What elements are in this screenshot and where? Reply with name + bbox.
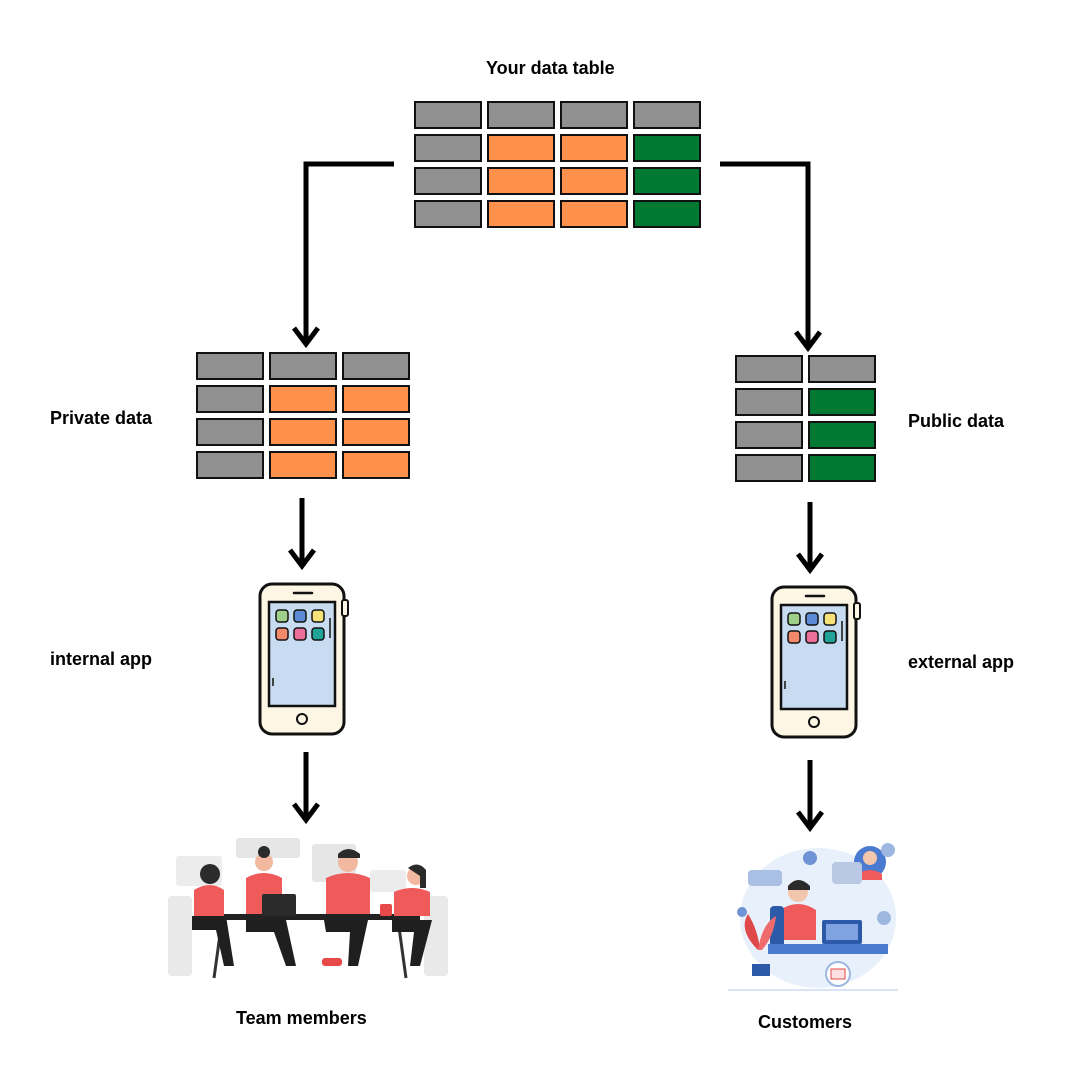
private-table-cell xyxy=(196,352,264,380)
public-table-cell xyxy=(808,355,876,383)
source-table-cell xyxy=(560,200,628,228)
source-data-table xyxy=(414,101,701,228)
private-table-cell xyxy=(342,451,410,479)
diagram-title: Your data table xyxy=(486,58,615,78)
private-table-cell xyxy=(196,418,264,446)
private-table-cell xyxy=(269,418,337,446)
private-table-cell xyxy=(269,385,337,413)
private-table-cell xyxy=(269,352,337,380)
source-table-cell xyxy=(560,101,628,129)
private-table-cell xyxy=(342,385,410,413)
source-table-cell xyxy=(414,167,482,195)
public-table-cell xyxy=(735,454,803,482)
public-table-cell xyxy=(808,421,876,449)
arrow-private-to-app xyxy=(288,498,316,571)
source-table-cell xyxy=(487,101,555,129)
public-table-cell xyxy=(735,388,803,416)
source-table-cell xyxy=(560,134,628,162)
private-table-cell xyxy=(269,451,337,479)
source-table-cell xyxy=(633,167,701,195)
public-table-cell xyxy=(808,454,876,482)
arrow-to-public xyxy=(720,161,822,353)
source-table-cell xyxy=(487,134,555,162)
public-data-table xyxy=(735,355,876,482)
public-table-cell xyxy=(735,355,803,383)
public-data-label: Public data xyxy=(908,411,1005,431)
private-table-cell xyxy=(342,352,410,380)
source-table-cell xyxy=(414,200,482,228)
private-table-cell xyxy=(342,418,410,446)
public-table-cell xyxy=(808,388,876,416)
internal-app-phone-icon xyxy=(258,582,349,736)
team-members-label: Team members xyxy=(236,1008,367,1028)
source-table-cell xyxy=(633,101,701,129)
external-app-label: external app xyxy=(908,652,1015,672)
source-table-cell xyxy=(414,134,482,162)
private-data-table xyxy=(196,352,410,479)
external-app-phone-icon xyxy=(770,585,861,739)
private-table-cell xyxy=(196,451,264,479)
arrow-app-to-team xyxy=(292,752,320,825)
arrow-app-to-customers xyxy=(796,760,824,833)
arrow-public-to-app xyxy=(796,502,824,575)
public-table-cell xyxy=(735,421,803,449)
source-table-cell xyxy=(560,167,628,195)
private-data-label: Private data xyxy=(50,408,153,428)
customers-label: Customers xyxy=(758,1012,853,1032)
customer-support-illustration xyxy=(728,843,898,991)
source-table-cell xyxy=(414,101,482,129)
arrow-to-private xyxy=(292,161,394,349)
private-table-cell xyxy=(196,385,264,413)
source-table-cell xyxy=(487,200,555,228)
internal-app-label: internal app xyxy=(50,649,153,669)
source-table-cell xyxy=(633,200,701,228)
source-table-cell xyxy=(487,167,555,195)
source-table-cell xyxy=(633,134,701,162)
team-illustration xyxy=(168,838,448,979)
